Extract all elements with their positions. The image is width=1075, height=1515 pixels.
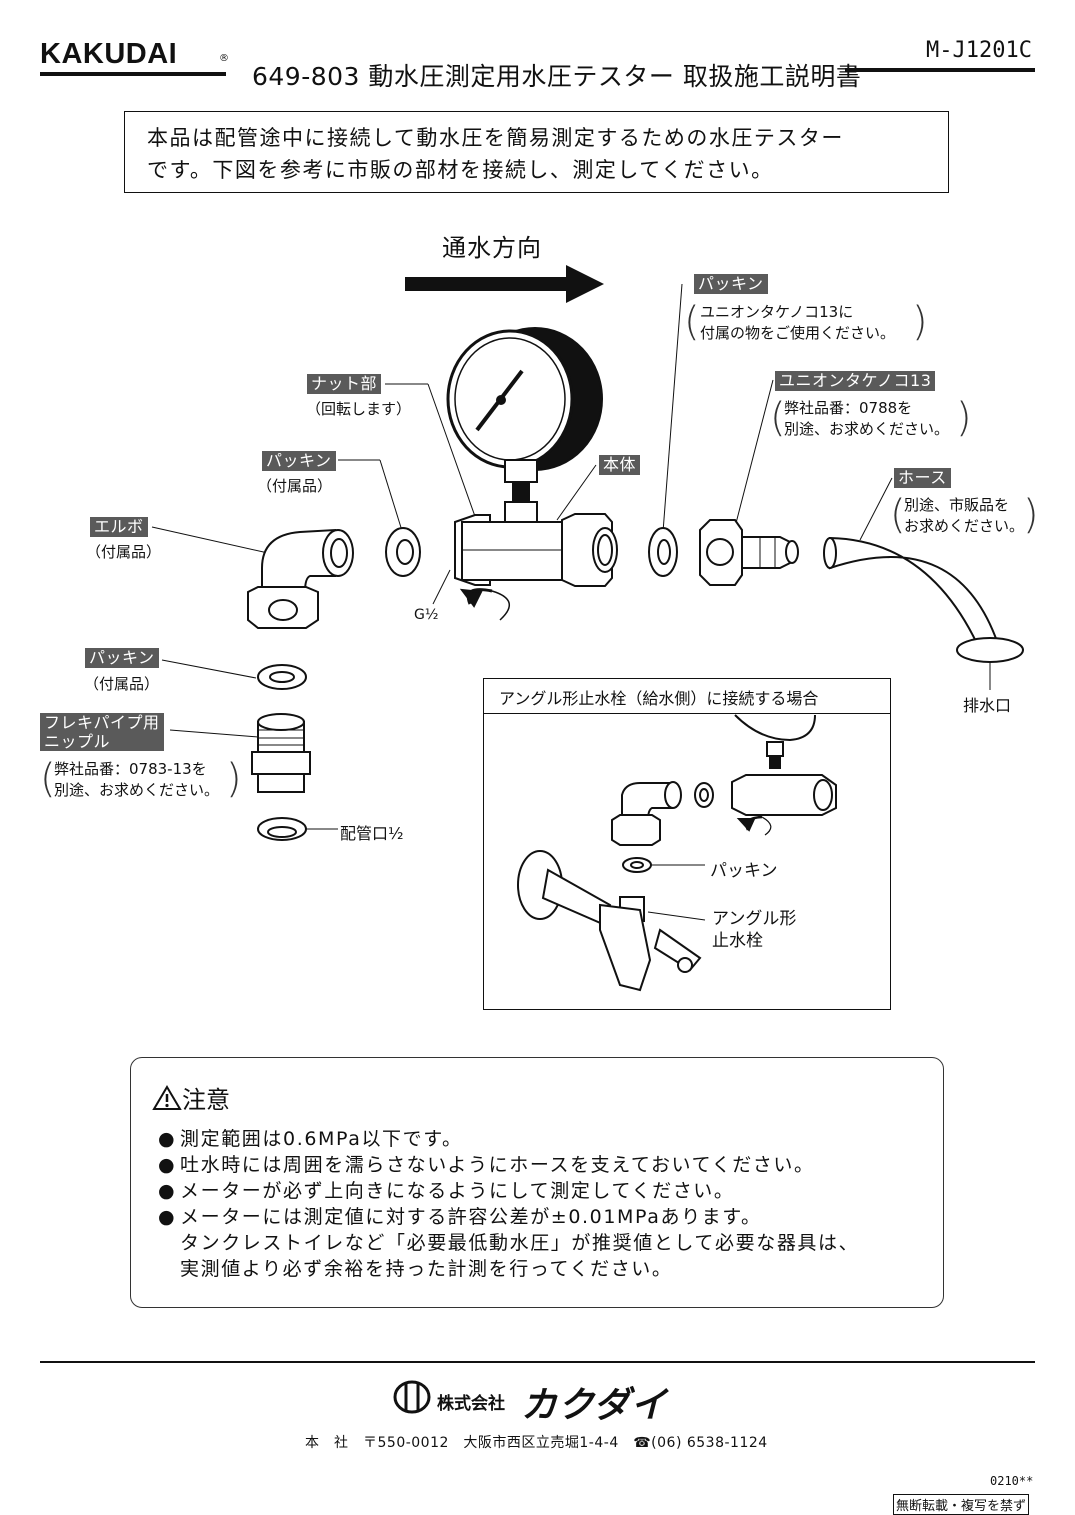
union-note: ( 弊社品番：0788を 別途、お求めください。 ) xyxy=(770,395,972,441)
assembly-diagram xyxy=(151,265,1024,992)
hose-note-2: お求めください。 xyxy=(904,517,1025,535)
packing-right-label: パッキン xyxy=(694,274,768,294)
elbow-icon xyxy=(247,528,354,629)
inset-title: アングル形止水栓（給水側）に接続する場合 xyxy=(483,678,891,714)
company-name: カクダイ xyxy=(521,1385,668,1426)
hose-note: ( 別途、市販品を お求めください。 ) xyxy=(890,492,1039,538)
packing-right-icon xyxy=(648,527,678,577)
caution-item-3: ●メーターが必ず上向きになるようにして測定してください。 xyxy=(158,1180,735,1202)
warning-icon xyxy=(152,1085,182,1110)
union-takenoko-icon xyxy=(699,519,799,586)
inset-drawing xyxy=(517,714,837,992)
copy-notice: 無断転載・複写を禁ず xyxy=(893,1494,1030,1515)
caution-item-2: ●吐水時には周囲を濡らさないようにホースを支えておいてください。 xyxy=(158,1154,815,1176)
inset-valve-label: アングル形 止水栓 xyxy=(712,908,796,952)
nipple-label-1: フレキパイプ用 xyxy=(44,713,160,732)
caution-item-4-cont-1: タンクレストイレなど「必要最低動水圧」が推奨値として必要な器具は、 xyxy=(180,1232,860,1254)
packing-label: パッキン xyxy=(262,451,336,471)
packing-lower-icon xyxy=(257,664,307,690)
nut-label: ナット部 xyxy=(307,374,382,394)
nipple-label: フレキパイプ用 ニップル xyxy=(40,713,164,751)
leader-lines xyxy=(151,283,991,830)
nipple-label-2: ニップル xyxy=(44,732,111,751)
inset-valve-label-2: 止水栓 xyxy=(712,931,763,951)
packing-sub: （付属品） xyxy=(257,477,333,495)
page-title: 649-803 動水圧測定用水圧テスター 取扱施工説明書 xyxy=(252,62,862,91)
packing-right-note-2: 付属の物をご使用ください。 xyxy=(700,324,896,342)
hose-icon xyxy=(823,536,1024,663)
elbow-label: エルボ xyxy=(90,517,148,537)
registered-mark: ® xyxy=(219,53,229,64)
nipple-note: ( 弊社品番：0783-13を 別途、お求めください。 ) xyxy=(40,756,242,802)
union-note-2: 別途、お求めください。 xyxy=(784,420,950,438)
pipe-port-label: 配管口½ xyxy=(340,824,404,843)
body-label: 本体 xyxy=(599,455,641,475)
tester-body-icon xyxy=(454,513,618,621)
caution-item-1: ●測定範囲は0.6MPa以下です。 xyxy=(158,1128,463,1150)
nipple-note-2: 別途、お求めください。 xyxy=(54,781,220,799)
angle-valve-inset xyxy=(483,678,891,1010)
intro-line-1: 本品は配管途中に接続して動水圧を簡易測定するための水圧テスター xyxy=(147,126,844,150)
inset-valve-label-1: アングル形 xyxy=(712,909,797,929)
packing-right-note: ( ユニオンタケノコ13に 付属の物をご使用ください。 ) xyxy=(684,299,928,345)
nut-sub: （回転します） xyxy=(306,400,412,418)
pressure-gauge-icon xyxy=(446,327,603,523)
footer-rule xyxy=(40,1361,1035,1363)
packing-left-icon xyxy=(385,527,421,577)
logo-underline xyxy=(40,72,226,76)
caution-box xyxy=(130,1057,944,1308)
nipple-icon xyxy=(251,713,311,793)
document-number: M-J1201C xyxy=(926,38,1032,63)
inset-leaders xyxy=(647,864,706,921)
document-number-underline xyxy=(845,68,1035,72)
brand-logo: KAKUDAI xyxy=(40,38,178,70)
thread-size-label: G½ xyxy=(414,607,439,623)
caution-item-4-cont-2: 実測値より必ず余裕を持った計測を行ってください。 xyxy=(180,1258,673,1280)
hose-label: ホース xyxy=(894,468,951,488)
packing-lower-label: パッキン xyxy=(85,648,159,668)
caution-heading: 注意 xyxy=(152,1080,230,1115)
version-code: 0210** xyxy=(990,1474,1034,1488)
hose-note-1: 別途、市販品を xyxy=(904,496,1010,514)
company-prefix: 株式会社 xyxy=(437,1394,505,1414)
caution-title: 注意 xyxy=(182,1086,230,1114)
elbow-sub: （付属品） xyxy=(86,543,162,561)
company-address: 本 社 〒550-0012 大阪市西区立売堀1-4-4 ☎(06) 6538-1… xyxy=(305,1435,768,1451)
pipe-port-icon xyxy=(257,817,307,841)
inset-packing-label: パッキン xyxy=(710,861,778,881)
union-note-1: 弊社品番：0788を xyxy=(784,399,913,417)
flow-direction-label: 通水方向 xyxy=(442,234,542,262)
packing-lower-sub: （付属品） xyxy=(84,675,160,693)
flow-arrow-icon xyxy=(405,265,604,303)
company-logo-icon xyxy=(393,1380,431,1414)
intro-box: 本品は配管途中に接続して動水圧を簡易測定するための水圧テスター です。下図を参考… xyxy=(124,111,949,193)
caution-item-4: ●メーターには測定値に対する許容公差が±0.01MPaあります。 xyxy=(158,1206,762,1228)
drain-label: 排水口 xyxy=(963,696,1012,715)
intro-line-2: です。下図を参考に市販の部材を接続し、測定してください。 xyxy=(147,158,774,182)
nipple-note-1: 弊社品番：0783-13を xyxy=(54,760,207,778)
union-label: ユニオンタケノコ13 xyxy=(775,371,936,391)
packing-right-note-1: ユニオンタケノコ13に xyxy=(700,303,854,321)
